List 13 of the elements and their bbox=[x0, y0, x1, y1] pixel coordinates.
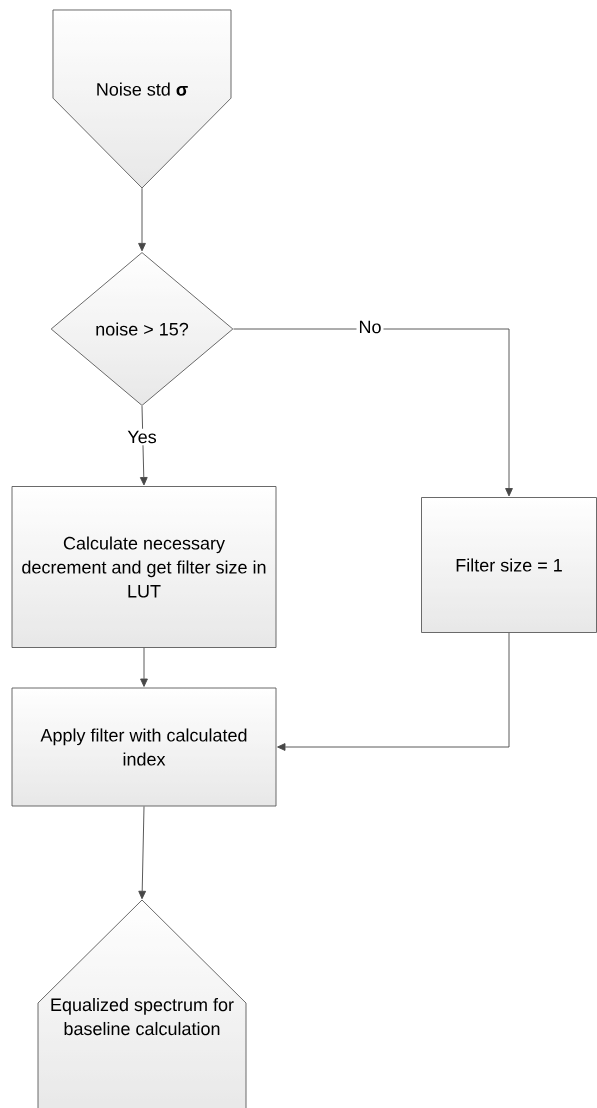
edge-label: Yes bbox=[125, 428, 159, 446]
process-box: Calculate necessary decrement and get filter size in LUT bbox=[11, 486, 277, 648]
arrow bbox=[138, 187, 146, 252]
output-pentagon: Equalized spectrum for baseline calculation bbox=[37, 899, 247, 1108]
process-box: Apply filter with calculated index bbox=[11, 687, 277, 807]
arrow bbox=[138, 806, 147, 900]
arrow bbox=[277, 632, 510, 751]
edge-label: No bbox=[356, 318, 384, 336]
arrow bbox=[233, 328, 513, 497]
process-box: Filter size = 1 bbox=[421, 497, 597, 633]
input-pentagon: Noise std σ bbox=[52, 9, 232, 189]
arrow bbox=[139, 405, 148, 486]
arrow bbox=[140, 647, 148, 687]
